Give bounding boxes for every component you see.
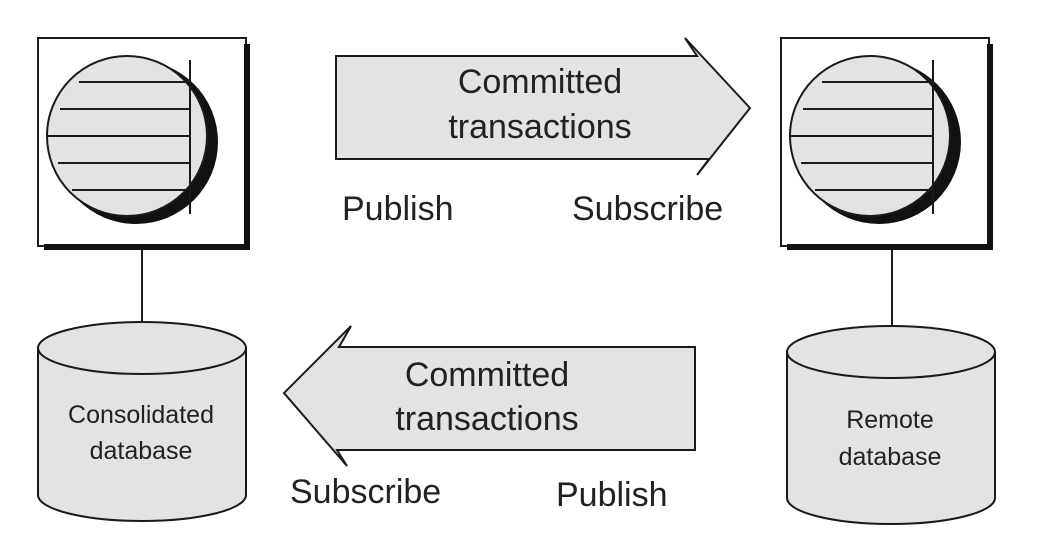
bottom-arrow-label-line2: transactions [395,400,578,438]
bottom-committed-transactions-arrow [282,325,696,467]
remote-database-cylinder [786,325,996,525]
bottom-publish-label: Publish [556,476,668,514]
remote-db-label-line1: Remote [846,406,934,434]
consolidated-db-label-line1: Consolidated [68,401,214,429]
bottom-subscribe-label: Subscribe [290,473,441,511]
top-arrow-label-line2: transactions [448,108,631,146]
top-committed-transactions-arrow [335,37,752,176]
top-publish-label: Publish [342,190,454,228]
consolidated-database-cylinder [37,321,247,522]
consolidated-db-label-line2: database [90,437,193,465]
consolidated-server-icon [37,37,250,250]
remote-db-label-line2: database [839,443,942,471]
bottom-arrow-label-line1: Committed [405,356,569,394]
top-subscribe-label: Subscribe [572,190,723,228]
remote-server-icon [780,37,993,250]
top-arrow-label-line1: Committed [458,63,622,101]
